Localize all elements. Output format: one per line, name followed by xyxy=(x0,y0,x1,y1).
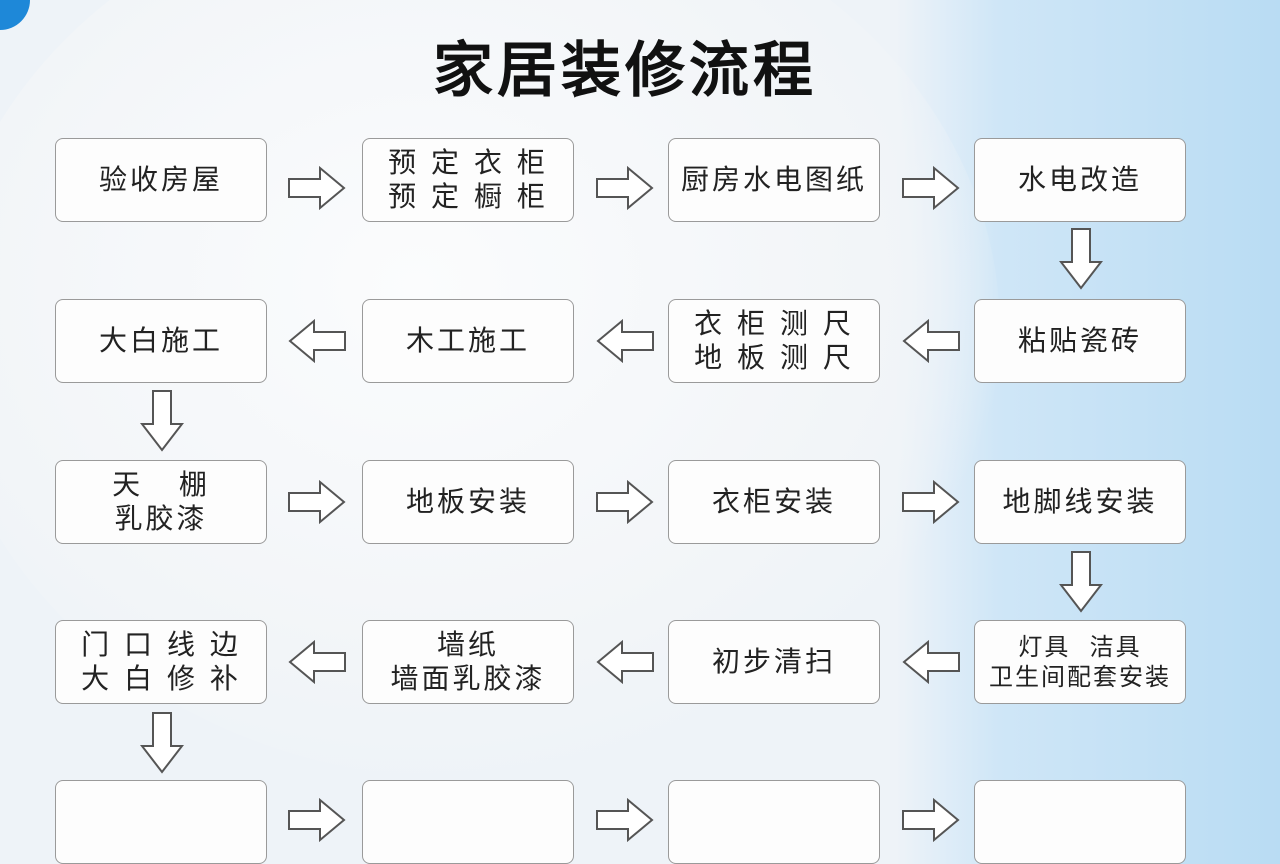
step-label: 墙面乳胶漆 xyxy=(390,662,546,695)
step-label: 天 棚 xyxy=(112,468,210,501)
step-label: 衣柜安装 xyxy=(711,485,836,518)
step-label: 预 定 橱 柜 xyxy=(388,180,548,213)
arrow-left-icon xyxy=(902,319,960,363)
step-1-4: 水电改造 xyxy=(974,138,1186,222)
step-label: 地 板 测 尺 xyxy=(694,341,854,374)
step-5-1 xyxy=(55,780,267,864)
arrow-down-icon xyxy=(140,712,184,774)
step-4-4: 灯具 洁具 卫生间配套安装 xyxy=(974,620,1186,704)
step-label: 墙纸 xyxy=(436,628,499,661)
step-label: 地板安装 xyxy=(405,485,530,518)
arrow-left-icon xyxy=(288,319,346,363)
step-4-1: 门 口 线 边 大 白 修 补 xyxy=(55,620,267,704)
step-label: 卫生间配套安装 xyxy=(989,663,1171,691)
arrow-right-icon xyxy=(596,166,654,210)
step-label: 厨房水电图纸 xyxy=(680,163,867,196)
arrow-left-icon xyxy=(596,640,654,684)
step-label: 预 定 衣 柜 xyxy=(388,146,548,179)
arrow-right-icon xyxy=(596,480,654,524)
step-label: 水电改造 xyxy=(1017,163,1142,196)
step-4-2: 墙纸 墙面乳胶漆 xyxy=(362,620,574,704)
step-5-4 xyxy=(974,780,1186,864)
step-3-3: 衣柜安装 xyxy=(668,460,880,544)
arrow-right-icon xyxy=(596,798,654,842)
arrow-left-icon xyxy=(596,319,654,363)
step-4-3: 初步清扫 xyxy=(668,620,880,704)
arrow-right-icon xyxy=(288,480,346,524)
step-5-2 xyxy=(362,780,574,864)
step-3-1: 天 棚 乳胶漆 xyxy=(55,460,267,544)
step-label: 大 白 修 补 xyxy=(81,662,241,695)
arrow-down-icon xyxy=(1059,228,1103,290)
step-2-3: 衣 柜 测 尺 地 板 测 尺 xyxy=(668,299,880,383)
step-2-1: 大白施工 xyxy=(55,299,267,383)
step-label: 初步清扫 xyxy=(711,645,836,678)
step-5-3 xyxy=(668,780,880,864)
step-3-4: 地脚线安装 xyxy=(974,460,1186,544)
arrow-down-icon xyxy=(140,390,184,452)
step-3-2: 地板安装 xyxy=(362,460,574,544)
arrow-left-icon xyxy=(902,640,960,684)
arrow-left-icon xyxy=(288,640,346,684)
diagram-title: 家居装修流程 xyxy=(433,36,817,106)
step-label: 门 口 线 边 xyxy=(81,628,241,661)
arrow-right-icon xyxy=(902,166,960,210)
step-label: 地脚线安装 xyxy=(1002,485,1158,518)
step-label: 木工施工 xyxy=(405,324,530,357)
step-label: 验收房屋 xyxy=(98,163,223,196)
arrow-right-icon xyxy=(902,798,960,842)
arrow-right-icon xyxy=(288,798,346,842)
step-label: 大白施工 xyxy=(98,324,223,357)
arrow-down-icon xyxy=(1059,551,1103,613)
step-1-2: 预 定 衣 柜 预 定 橱 柜 xyxy=(362,138,574,222)
arrow-right-icon xyxy=(902,480,960,524)
step-1-3: 厨房水电图纸 xyxy=(668,138,880,222)
step-2-4: 粘贴瓷砖 xyxy=(974,299,1186,383)
step-1-1: 验收房屋 xyxy=(55,138,267,222)
step-label: 粘贴瓷砖 xyxy=(1017,324,1142,357)
arrow-right-icon xyxy=(288,166,346,210)
step-label: 乳胶漆 xyxy=(114,502,208,535)
step-2-2: 木工施工 xyxy=(362,299,574,383)
step-label: 灯具 洁具 xyxy=(1018,633,1142,661)
step-label: 衣 柜 测 尺 xyxy=(694,307,854,340)
